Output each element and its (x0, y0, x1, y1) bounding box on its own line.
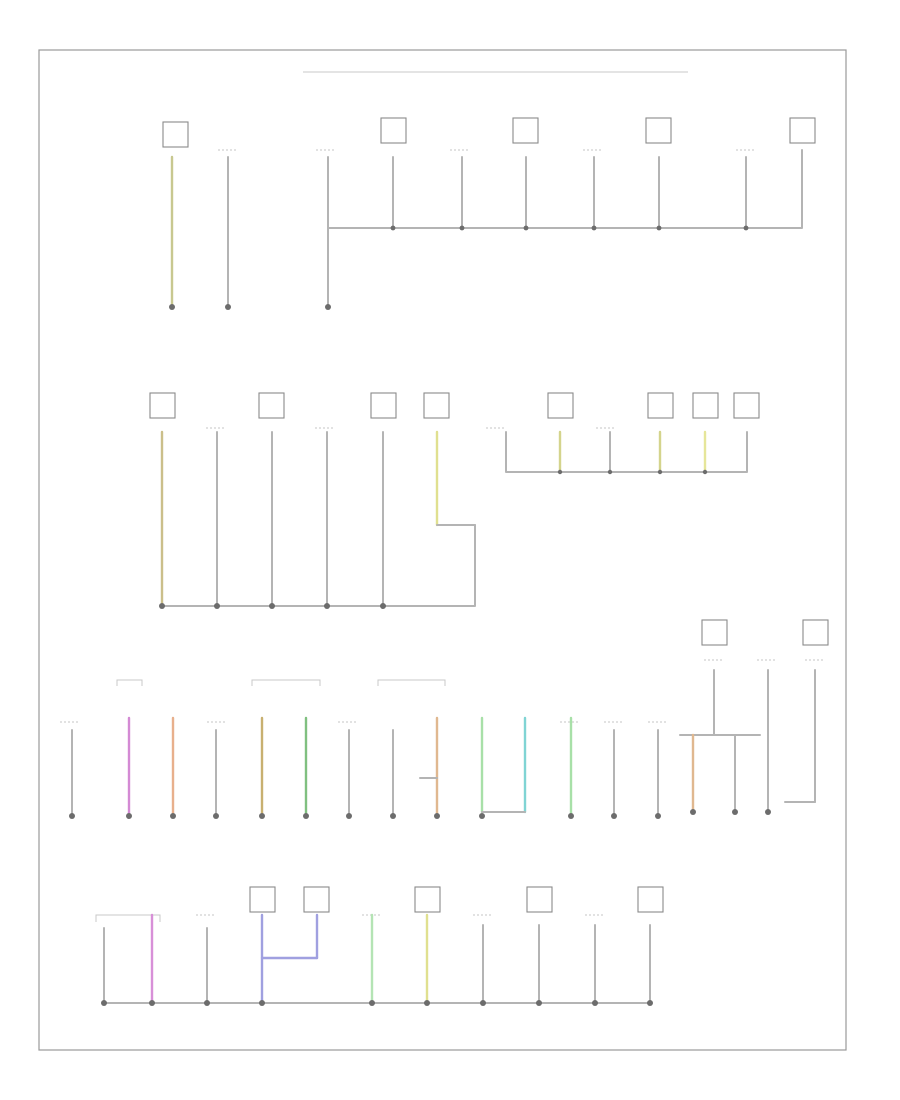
ground-point (536, 1000, 542, 1006)
ground-point (655, 813, 661, 819)
connector-bracket (95, 914, 161, 922)
component-box (162, 121, 189, 148)
component-box (380, 117, 407, 144)
ground-point (380, 603, 386, 609)
ground-point (225, 304, 231, 310)
ground-point (390, 813, 396, 819)
diagram-frame (38, 49, 847, 1051)
component-box (149, 392, 176, 419)
ground-point (101, 1000, 107, 1006)
ground-point (324, 603, 330, 609)
ground-point (204, 1000, 210, 1006)
ground-point (479, 813, 485, 819)
component-box (303, 886, 330, 913)
splice-dot (702, 469, 708, 475)
splice-dot (523, 225, 529, 231)
ground-point (170, 813, 176, 819)
component-box (423, 392, 450, 419)
component-box (512, 117, 539, 144)
ground-point (369, 1000, 375, 1006)
component-box (802, 619, 829, 646)
ground-point (568, 813, 574, 819)
ground-point (213, 813, 219, 819)
row-4 (95, 886, 664, 1006)
ground-point (69, 813, 75, 819)
ground-point (480, 1000, 486, 1006)
ground-point (647, 1000, 653, 1006)
splice-dot (390, 225, 396, 231)
component-box (414, 886, 441, 913)
component-box (370, 392, 397, 419)
connector-bracket (251, 679, 321, 686)
ground-point (169, 304, 175, 310)
row-1 (162, 117, 816, 310)
component-box (701, 619, 728, 646)
ground-point (611, 813, 617, 819)
ground-point (126, 813, 132, 819)
component-box (692, 392, 719, 419)
connector-bracket (116, 679, 143, 686)
ground-point (303, 813, 309, 819)
component-box (249, 886, 276, 913)
ground-point (214, 603, 220, 609)
component-box (733, 392, 760, 419)
ground-point (259, 813, 265, 819)
splice-dot (591, 225, 597, 231)
ground-point (325, 304, 331, 310)
component-box (526, 886, 553, 913)
row-2 (149, 392, 760, 609)
ground-point (765, 809, 771, 815)
ground-point (346, 813, 352, 819)
ground-point (434, 813, 440, 819)
ground-point (592, 1000, 598, 1006)
component-box (258, 392, 285, 419)
splice-dot (557, 469, 563, 475)
ground-point (424, 1000, 430, 1006)
ground-point (690, 809, 696, 815)
ground-point (159, 603, 165, 609)
splice-dot (656, 225, 662, 231)
component-box (645, 117, 672, 144)
ground-point (732, 809, 738, 815)
component-box (789, 117, 816, 144)
ground-point (269, 603, 275, 609)
component-box (637, 886, 664, 913)
component-box (647, 392, 674, 419)
ground-point (149, 1000, 155, 1006)
connector-bracket (377, 679, 446, 686)
row-3 (60, 619, 829, 819)
splice-dot (459, 225, 465, 231)
ground-point (259, 1000, 265, 1006)
component-box (547, 392, 574, 419)
splice-dot (743, 225, 749, 231)
splice-dot (607, 469, 613, 475)
splice-dot (657, 469, 663, 475)
